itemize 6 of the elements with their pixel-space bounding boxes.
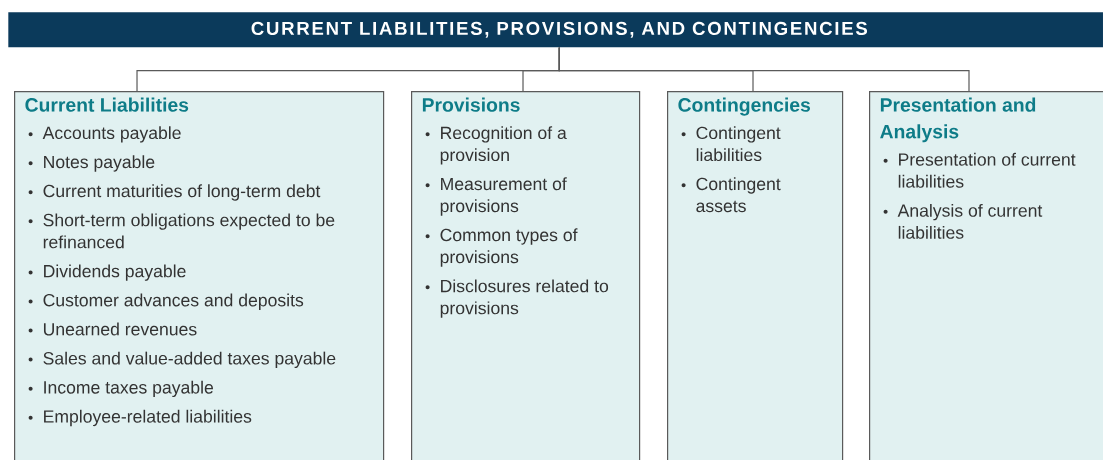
topic-box: Contingencies Contingent liabilities Contingent assets <box>667 91 844 460</box>
connector-line <box>558 46 970 92</box>
topic-box: Presentation and Analysis Presentation of current liabilities Analysis of current liabilities <box>869 91 1103 460</box>
topic-box: Provisions Recognition of a provision Measurement of provisions Common types of provisions Disclosures related to provisions <box>411 91 641 460</box>
topic-box: Current Liabilities Accounts payable Notes payable Current maturities of long-term debt Short-term obligations expected to be refinanced Dividends payable Customer advances and deposits Unearned revenues Sales and value-added taxes payable Income taxes payable Employee-related liabilities <box>14 91 385 460</box>
title-band: CURRENT LIABILITIES, PROVISIONS, AND CONTINGENCIES <box>8 12 1103 48</box>
